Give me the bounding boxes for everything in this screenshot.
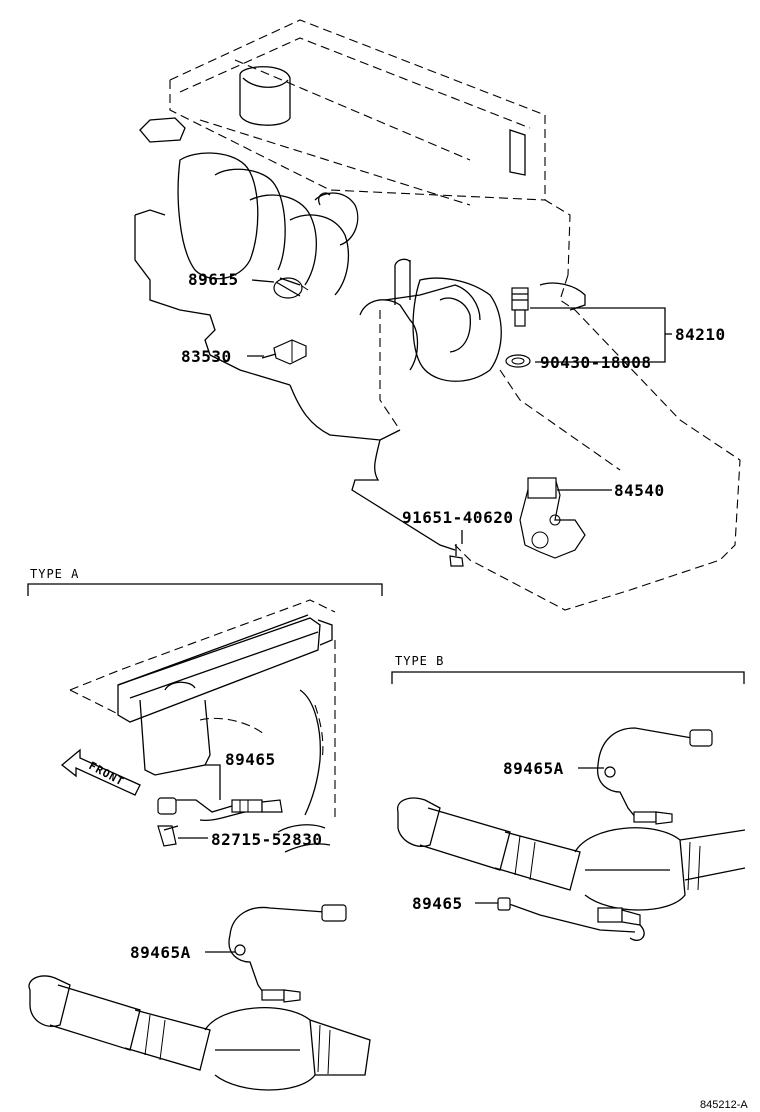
label-type-b-89465a: 89465A [503,759,564,778]
part-89465a-type-b-sensor[interactable] [597,727,713,825]
part-84540-switch[interactable] [519,477,586,559]
label-type-a-82715-52830: 82715-52830 [211,830,322,849]
label-90430-18008: 90430-18008 [540,353,651,372]
engine-block-illustration [134,19,741,611]
type-a-bracket [27,583,383,596]
front-arrow-icon: FRONT [60,748,141,796]
part-89465a-type-a-sensor[interactable] [228,904,347,1003]
part-89465-type-a-sensor[interactable] [157,797,283,822]
type-b-bracket [391,671,745,684]
label-84210: 84210 [675,325,726,344]
section-type-b: TYPE B [395,654,444,668]
section-type-a: TYPE A [30,567,79,581]
part-90430-gasket[interactable] [505,354,531,368]
label-83530: 83530 [181,347,232,366]
label-type-a-89465: 89465 [225,750,276,769]
type-a-engine-illustration [69,599,336,853]
label-84540: 84540 [614,481,665,500]
part-91651-bolt[interactable] [449,544,464,567]
label-type-b-89465: 89465 [412,894,463,913]
label-89615: 89615 [188,270,239,289]
label-91651-40620: 91651-40620 [402,508,513,527]
type-a-exhaust-illustration [28,975,371,1091]
label-type-a-89465a: 89465A [130,943,191,962]
leader-type-a-89465 [205,764,221,800]
part-89465-type-b-sensor[interactable] [497,897,645,941]
part-82715-52830-bracket[interactable] [157,825,179,847]
part-84210-sensor[interactable] [511,287,529,327]
diagram-code: 845212-A [700,1099,748,1111]
front-label: FRONT [87,759,127,788]
leader-lines-engine [247,279,672,544]
part-89615-sensor[interactable] [273,277,309,299]
part-83530-switch[interactable] [261,339,307,365]
